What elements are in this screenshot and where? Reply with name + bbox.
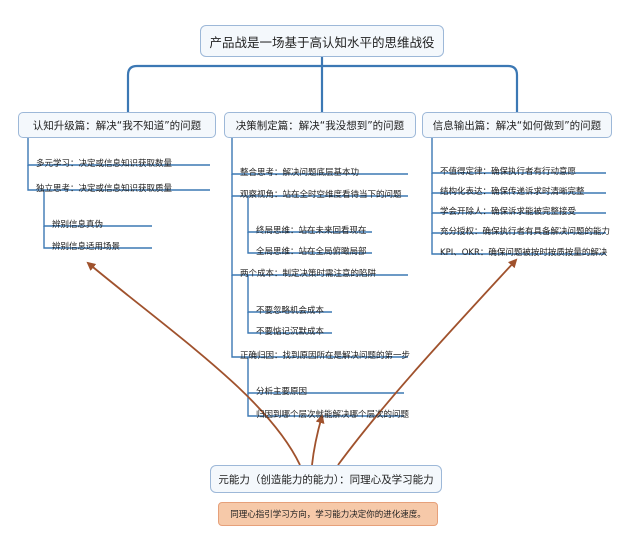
leaf-verify-information: 辨别信息真伪: [52, 220, 104, 230]
leaf-learn-to-fire: 学会开除人：确保诉求能被完整接受: [440, 207, 577, 217]
meta-note: 同理心指引学习方向，学习能力决定你的进化速度。: [218, 502, 438, 526]
branch-cognition-upgrade: 认知升级篇：解决“我不知道”的问题: [18, 112, 216, 138]
branch-information-output: 信息输出篇：解决“如何做到”的问题: [422, 112, 612, 138]
right-branch-connectors: [431, 138, 606, 255]
leaf-not-worth-law: 不值得定律：确保执行者有行动意愿: [440, 167, 577, 177]
leaf-two-costs: 两个成本：制定决策时需注意的陷阱: [240, 269, 377, 279]
leaf-integrated-thinking: 整合思考：解决问题底层基本功: [240, 168, 360, 178]
leaf-kpi-okr: KPI、OKR：确保问题被按时按质按量的解决: [440, 248, 608, 258]
meta-arrows: [86, 258, 518, 466]
branch-decision-making: 决策制定篇：解决“我没想到”的问题: [224, 112, 416, 138]
left-branch-connectors: [27, 138, 210, 249]
leaf-correct-attribution: 正确归因：找到原因所在是解决问题的第一步: [240, 351, 411, 361]
leaf-information-scenario: 辨别信息适用场景: [52, 242, 121, 252]
leaf-full-authorization: 充分授权：确保执行者有具备解决问题的能力: [440, 227, 611, 237]
leaf-main-cause: 分析主要原因: [256, 387, 308, 397]
leaf-global-thinking: 全局思维：站在全局俯瞰局部: [256, 247, 367, 257]
meta-ability-node: 元能力（创造能力的能力）：同理心及学习能力: [210, 465, 442, 493]
leaf-diverse-learning: 多元学习：决定或信息知识获取数量: [36, 159, 173, 169]
leaf-attribution-level: 归因到哪个层次就能解决哪个层次的问题: [256, 410, 410, 420]
middle-branch-connectors: [231, 138, 408, 417]
arrow-to-right-branch: [337, 258, 518, 466]
arrow-to-left-branch: [86, 261, 301, 466]
root-connectors: [126, 55, 519, 114]
root-node: 产品战是一场基于高认知水平的思维战役: [200, 25, 444, 57]
leaf-opportunity-cost: 不要忽略机会成本: [256, 306, 325, 316]
leaf-endgame-thinking: 终局思维：站在未来回看现在: [256, 226, 367, 236]
leaf-independent-thinking: 独立思考：决定或信息知识获取质量: [36, 184, 173, 194]
leaf-observation-perspective: 观察视角：站在全时空维度看待当下的问题: [240, 190, 402, 200]
leaf-structured-expression: 结构化表达：确保传递诉求时清晰完整: [440, 187, 585, 197]
arrow-to-middle-branch: [311, 414, 325, 466]
leaf-sunk-cost: 不要惦记沉默成本: [256, 327, 325, 337]
